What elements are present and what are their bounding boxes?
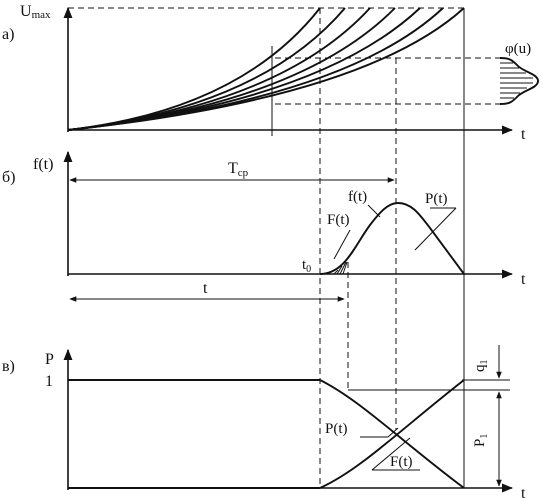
f-pointer [367,204,381,218]
degradation-curve-5 [67,7,421,131]
panel-c-marker: в) [2,358,15,375]
degradation-curve-4 [67,7,396,131]
panel-a: а) Umax t φ(u) [2,3,539,143]
q1-label-group: q1 [472,360,490,373]
q1-label: q1 [472,360,490,373]
density-label: φ(u) [505,41,531,57]
f-curve-pointer [371,437,411,471]
panel-b-y-label: f(t) [33,156,53,173]
failure-curve [319,379,465,489]
t-span-label: t [203,280,208,297]
panel-a-marker: а) [2,26,14,43]
panel-c: в) P 1 t P(t) F(t) q1 P1 [2,345,526,498]
p-pointer [414,207,457,251]
degradation-curve-6 [67,7,444,131]
tcp-label: Tср [228,160,249,179]
cdf-label: F(t) [327,212,350,228]
cross-panel-guides [319,8,465,488]
panel-c-y-label: P [45,351,54,368]
failure-curve-label: F(t) [390,454,413,470]
panel-a-x-label: t [521,126,526,143]
cdf-hatching [333,261,348,275]
reliability-curve [319,379,465,489]
panel-c-x-label: t [521,485,526,498]
p1-label: P1 [472,434,490,447]
big-f-pointer [333,229,351,260]
pdf-label: f(t) [348,189,367,205]
reliability-label: P(t) [425,191,448,207]
reliability-curve-label: P(t) [325,421,348,437]
density-hatching [500,62,533,99]
t0-label: t0 [302,257,311,275]
one-label: 1 [45,373,53,390]
density-curve [499,57,539,105]
panel-b: б) f(t) t Tср f(t) F(t) P(t) t0 t [2,150,526,302]
umax-label: Umax [20,3,51,21]
degradation-curve-7 [67,7,465,131]
panel-b-x-label: t [521,271,526,288]
p1-label-group: P1 [472,434,490,447]
panel-b-marker: б) [2,169,15,186]
pdf-curve [319,202,465,275]
